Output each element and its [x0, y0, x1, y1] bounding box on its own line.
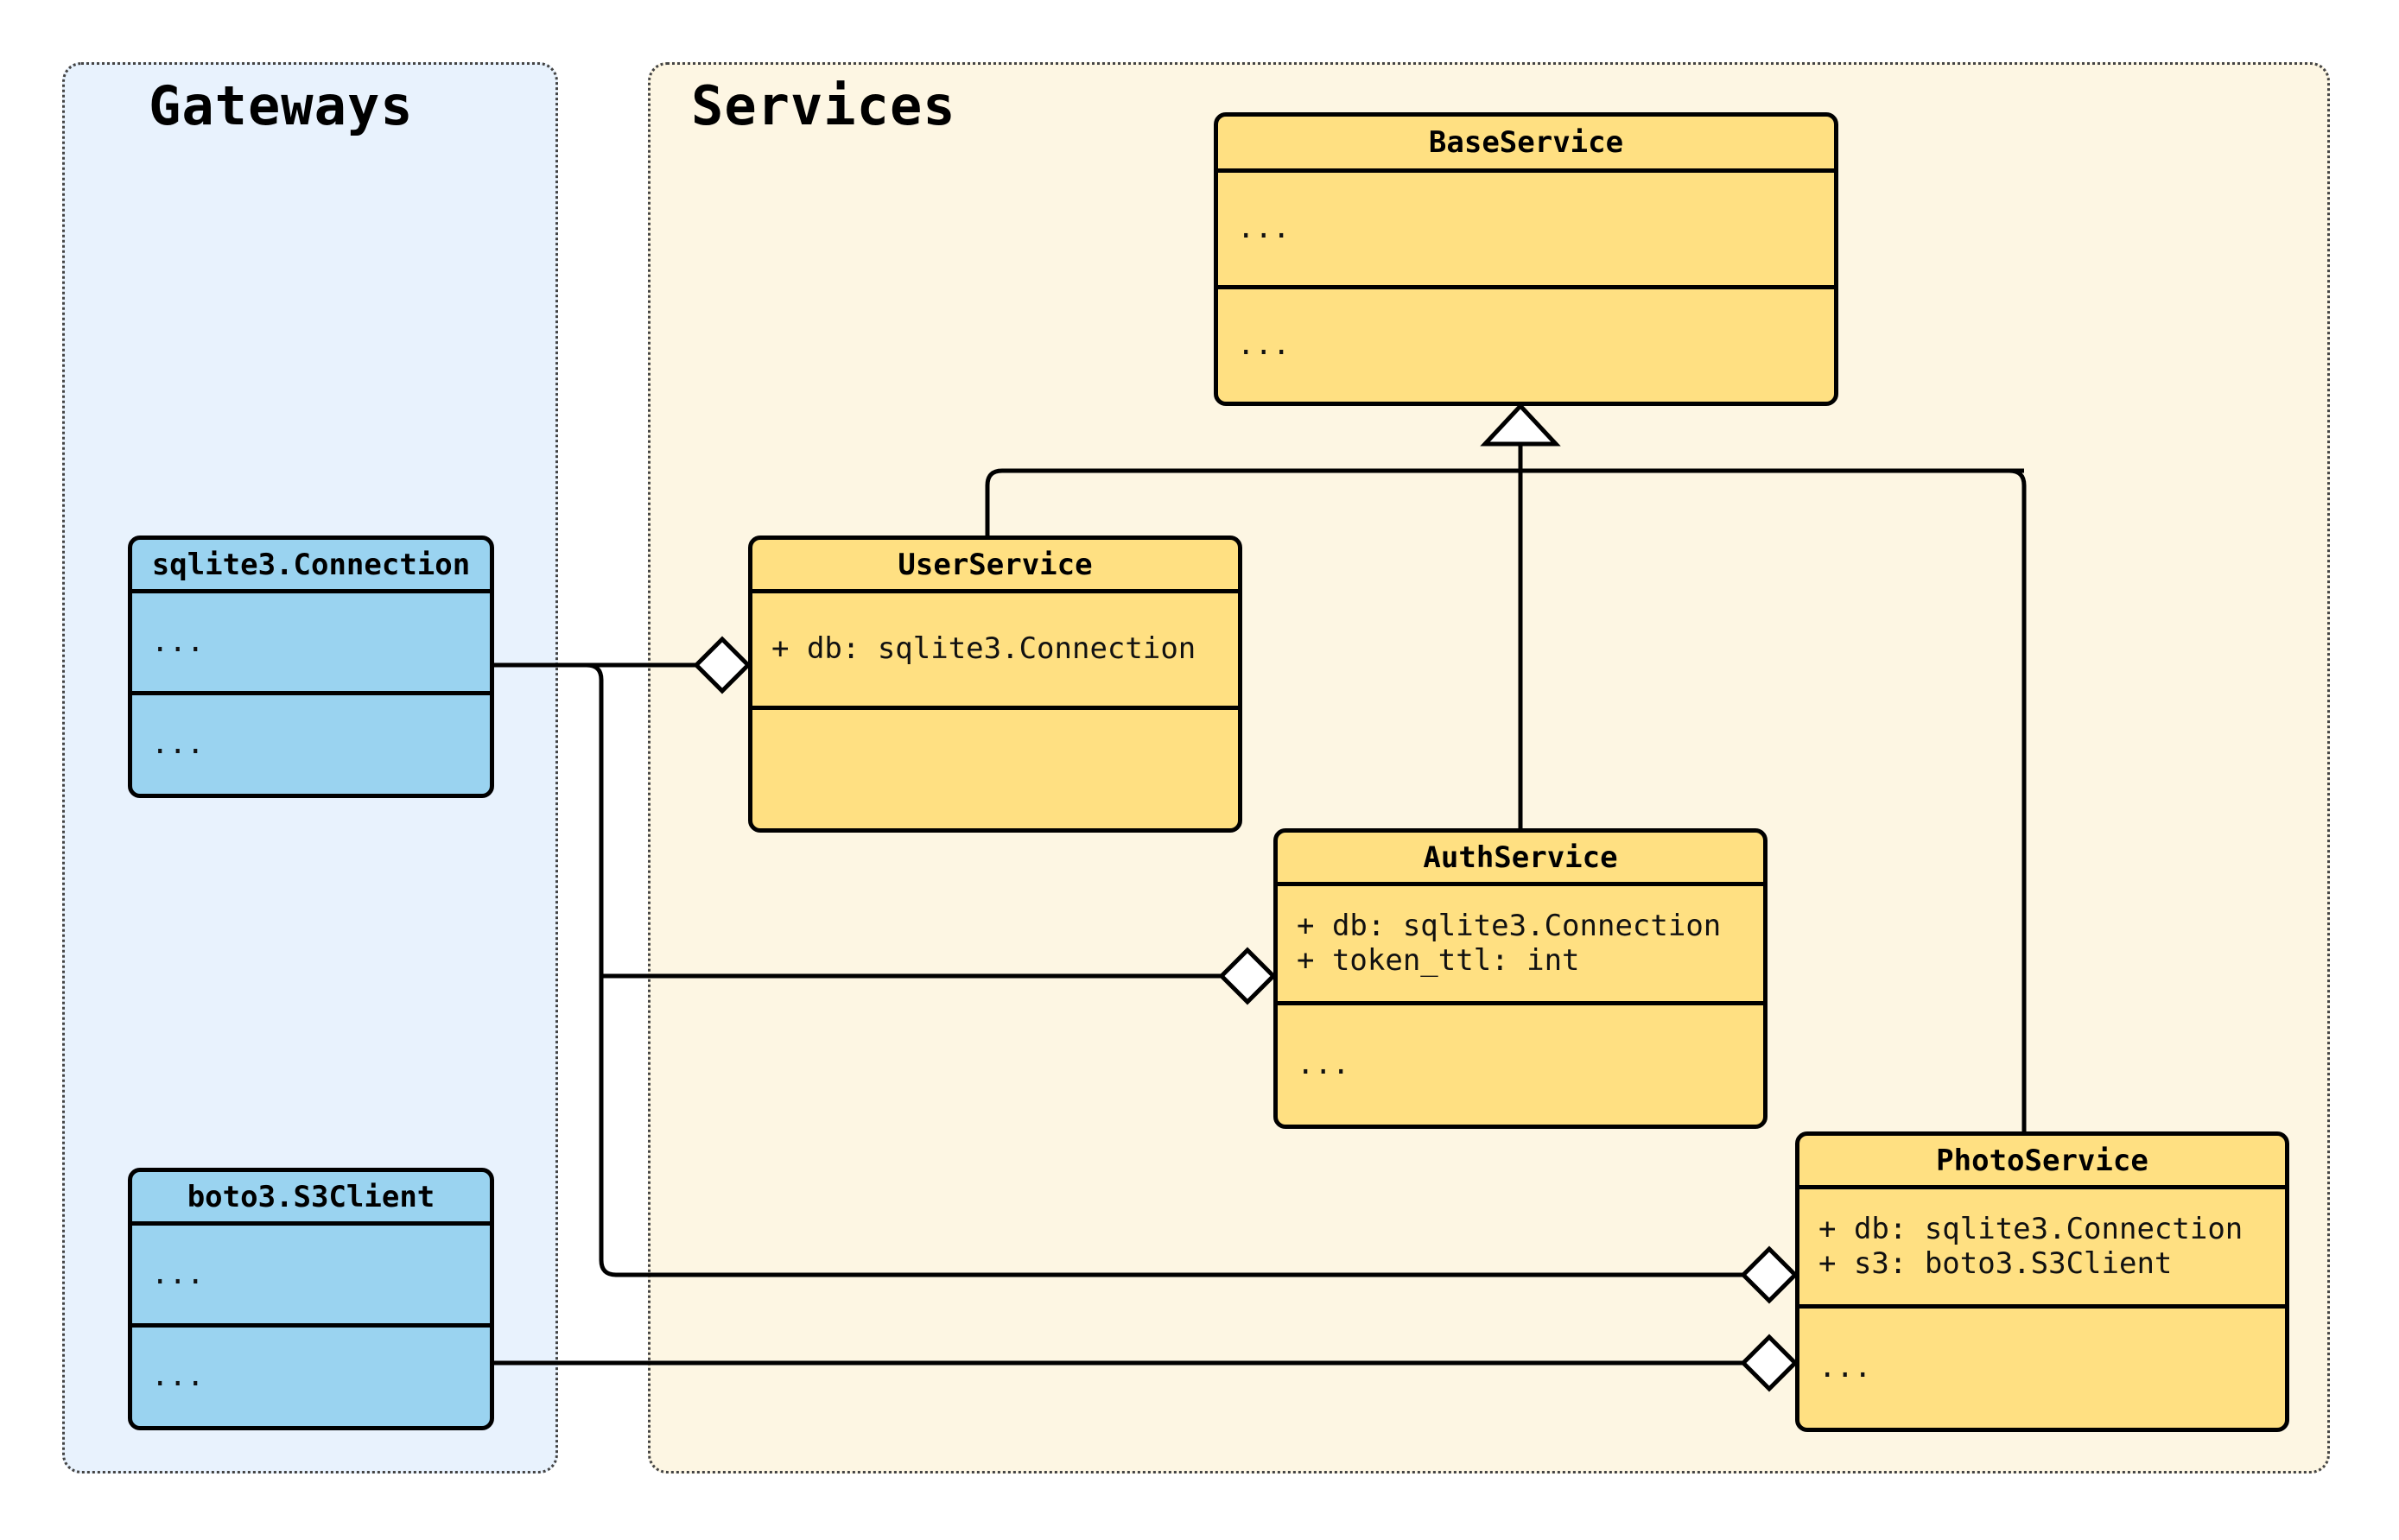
- class-name-boto3-s3client: boto3.S3Client: [132, 1172, 490, 1226]
- attribute-row: + s3: boto3.S3Client: [1818, 1245, 2173, 1281]
- class-name-photo-service: PhotoService: [1799, 1136, 2285, 1189]
- class-attributes-user-service: + db: sqlite3.Connection: [752, 593, 1238, 706]
- class-attributes-sqlite3-connection: ...: [132, 593, 490, 691]
- class-methods-auth-service: ...: [1278, 1001, 1763, 1125]
- attribute-row: + db: sqlite3.Connection: [1818, 1212, 2244, 1247]
- class-name-auth-service: AuthService: [1278, 833, 1763, 886]
- uml-class-photo-service[interactable]: PhotoService + db: sqlite3.Connection + …: [1795, 1131, 2289, 1432]
- class-methods-user-service: [752, 706, 1238, 828]
- uml-class-base-service[interactable]: BaseService ... ...: [1214, 112, 1838, 406]
- attribute-row: ...: [1237, 211, 1291, 246]
- class-methods-sqlite3-connection: ...: [132, 691, 490, 794]
- attribute-row: + db: sqlite3.Connection: [771, 631, 1196, 667]
- class-attributes-base-service: ...: [1218, 173, 1834, 285]
- attribute-row: ...: [151, 1256, 205, 1291]
- package-title-services: Services: [691, 74, 956, 137]
- attribute-row: + token_ttl: int: [1297, 942, 1580, 978]
- attribute-row: + db: sqlite3.Connection: [1297, 909, 1722, 944]
- uml-class-user-service[interactable]: UserService + db: sqlite3.Connection: [748, 536, 1242, 833]
- attribute-row: ...: [151, 624, 205, 659]
- class-attributes-auth-service: + db: sqlite3.Connection + token_ttl: in…: [1278, 886, 1763, 1001]
- class-attributes-boto3-s3client: ...: [132, 1226, 490, 1323]
- method-row: ...: [151, 726, 205, 762]
- class-methods-base-service: ...: [1218, 285, 1834, 402]
- class-name-user-service: UserService: [752, 540, 1238, 593]
- method-row: ...: [1818, 1350, 1872, 1385]
- uml-class-boto3-s3client[interactable]: boto3.S3Client ... ...: [128, 1168, 494, 1430]
- method-row: ...: [151, 1359, 205, 1394]
- package-title-gateways: Gateways: [149, 74, 414, 137]
- uml-class-auth-service[interactable]: AuthService + db: sqlite3.Connection + t…: [1273, 828, 1768, 1129]
- class-name-sqlite3-connection: sqlite3.Connection: [132, 540, 490, 593]
- uml-class-sqlite3-connection[interactable]: sqlite3.Connection ... ...: [128, 536, 494, 798]
- class-methods-photo-service: ...: [1799, 1304, 2285, 1428]
- class-methods-boto3-s3client: ...: [132, 1323, 490, 1426]
- method-row: ...: [1297, 1047, 1350, 1082]
- class-name-base-service: BaseService: [1218, 117, 1834, 173]
- class-attributes-photo-service: + db: sqlite3.Connection + s3: boto3.S3C…: [1799, 1189, 2285, 1304]
- method-row: ...: [1237, 327, 1291, 363]
